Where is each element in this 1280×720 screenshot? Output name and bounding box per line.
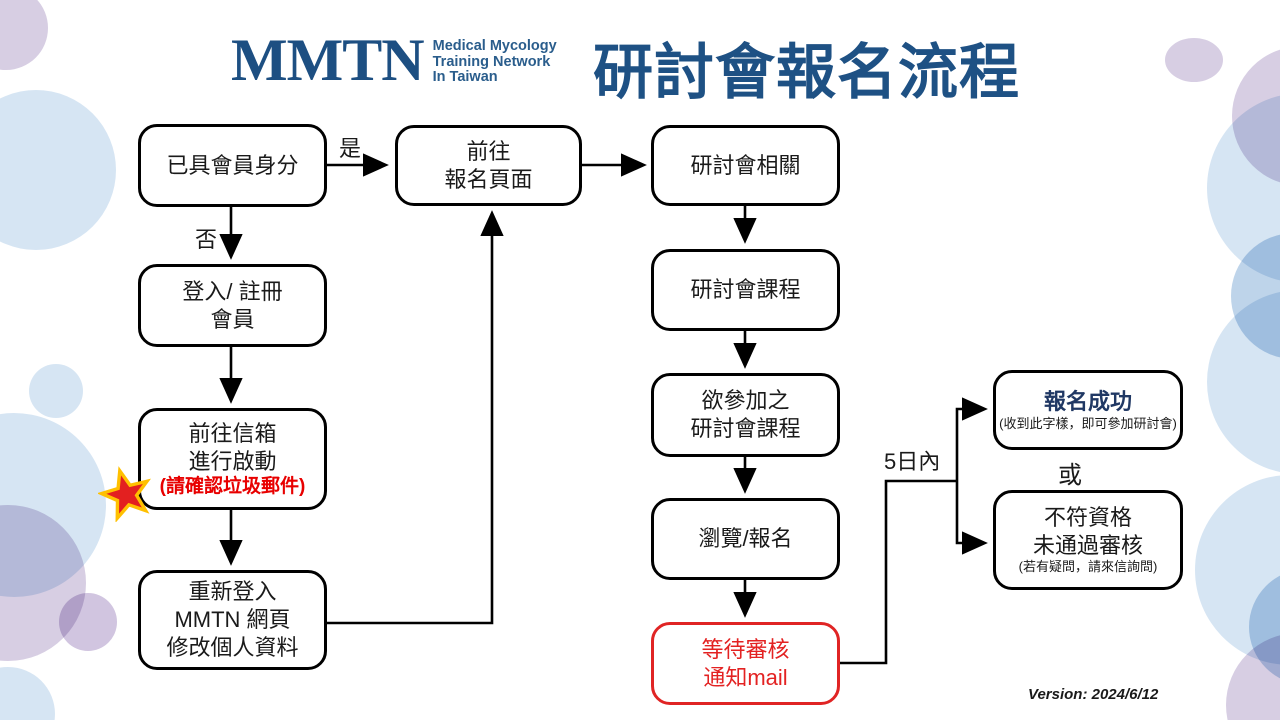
logo-acronym: MMTN [231, 27, 425, 93]
node-desired-courses: 欲參加之 研討會課程 [651, 373, 840, 457]
mmtn-logo: MMTN Medical Mycology Training Network I… [231, 27, 557, 93]
node-login-register: 登入/ 註冊 會員 [138, 264, 327, 347]
spam-warning-note: (請確認垃圾郵件) [159, 475, 306, 497]
node-browse-register: 瀏覽/報名 [651, 498, 840, 580]
version-text: Version: 2024/6/12 [1028, 686, 1159, 703]
node-seminar-courses: 研討會課程 [651, 249, 840, 331]
node-member-status: 已具會員身分 [138, 124, 327, 207]
label-yes: 是 [339, 136, 362, 161]
label-no: 否 [195, 227, 218, 252]
node-mailbox-activate: 前往信箱 進行啟動 (請確認垃圾郵件) [138, 408, 327, 510]
logo-subtitle: Medical Mycology Training Network In Tai… [432, 38, 557, 85]
node-seminar-related: 研討會相關 [651, 125, 840, 206]
page-title: 研討會報名流程 [593, 39, 1020, 106]
node-rejected: 不符資格 未通過審核 (若有疑問，請來信詢問) [993, 490, 1183, 590]
label-within-5-days: 5日內 [884, 449, 941, 474]
node-wait-review: 等待審核 通知mail [651, 622, 840, 705]
node-success: 報名成功 (收到此字樣，即可參加研討會) [993, 370, 1183, 450]
node-relogin: 重新登入 MMTN 網頁 修改個人資料 [138, 570, 327, 670]
label-or: 或 [1058, 462, 1082, 489]
success-title: 報名成功 [1043, 388, 1132, 414]
node-register-page: 前往 報名頁面 [395, 125, 582, 206]
star-icon [98, 466, 152, 522]
